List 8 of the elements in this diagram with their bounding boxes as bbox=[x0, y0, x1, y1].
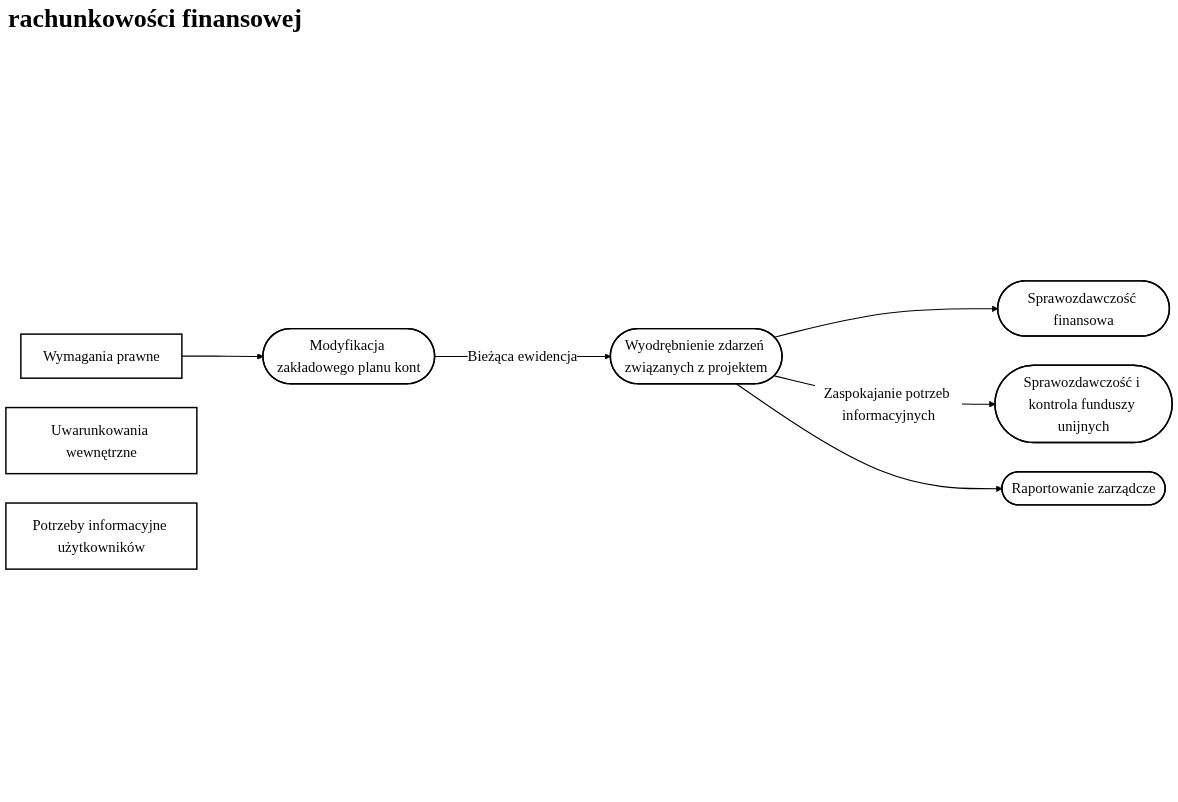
node-box: Uwarunkowania wewnętrzne bbox=[5, 406, 198, 475]
arrow bbox=[736, 383, 1003, 492]
node-box: Potrzeby informacyjne użytkowników bbox=[5, 502, 198, 570]
edge-label: Bieżąca ewidencja bbox=[467, 348, 578, 365]
node-box: Wymagania prawne bbox=[20, 333, 183, 379]
edge-label: Zaspokajanie potrzeb informacyjnych bbox=[823, 384, 950, 423]
diagram-title: rachunkowości finansowej bbox=[8, 4, 302, 34]
arrow bbox=[181, 353, 264, 360]
